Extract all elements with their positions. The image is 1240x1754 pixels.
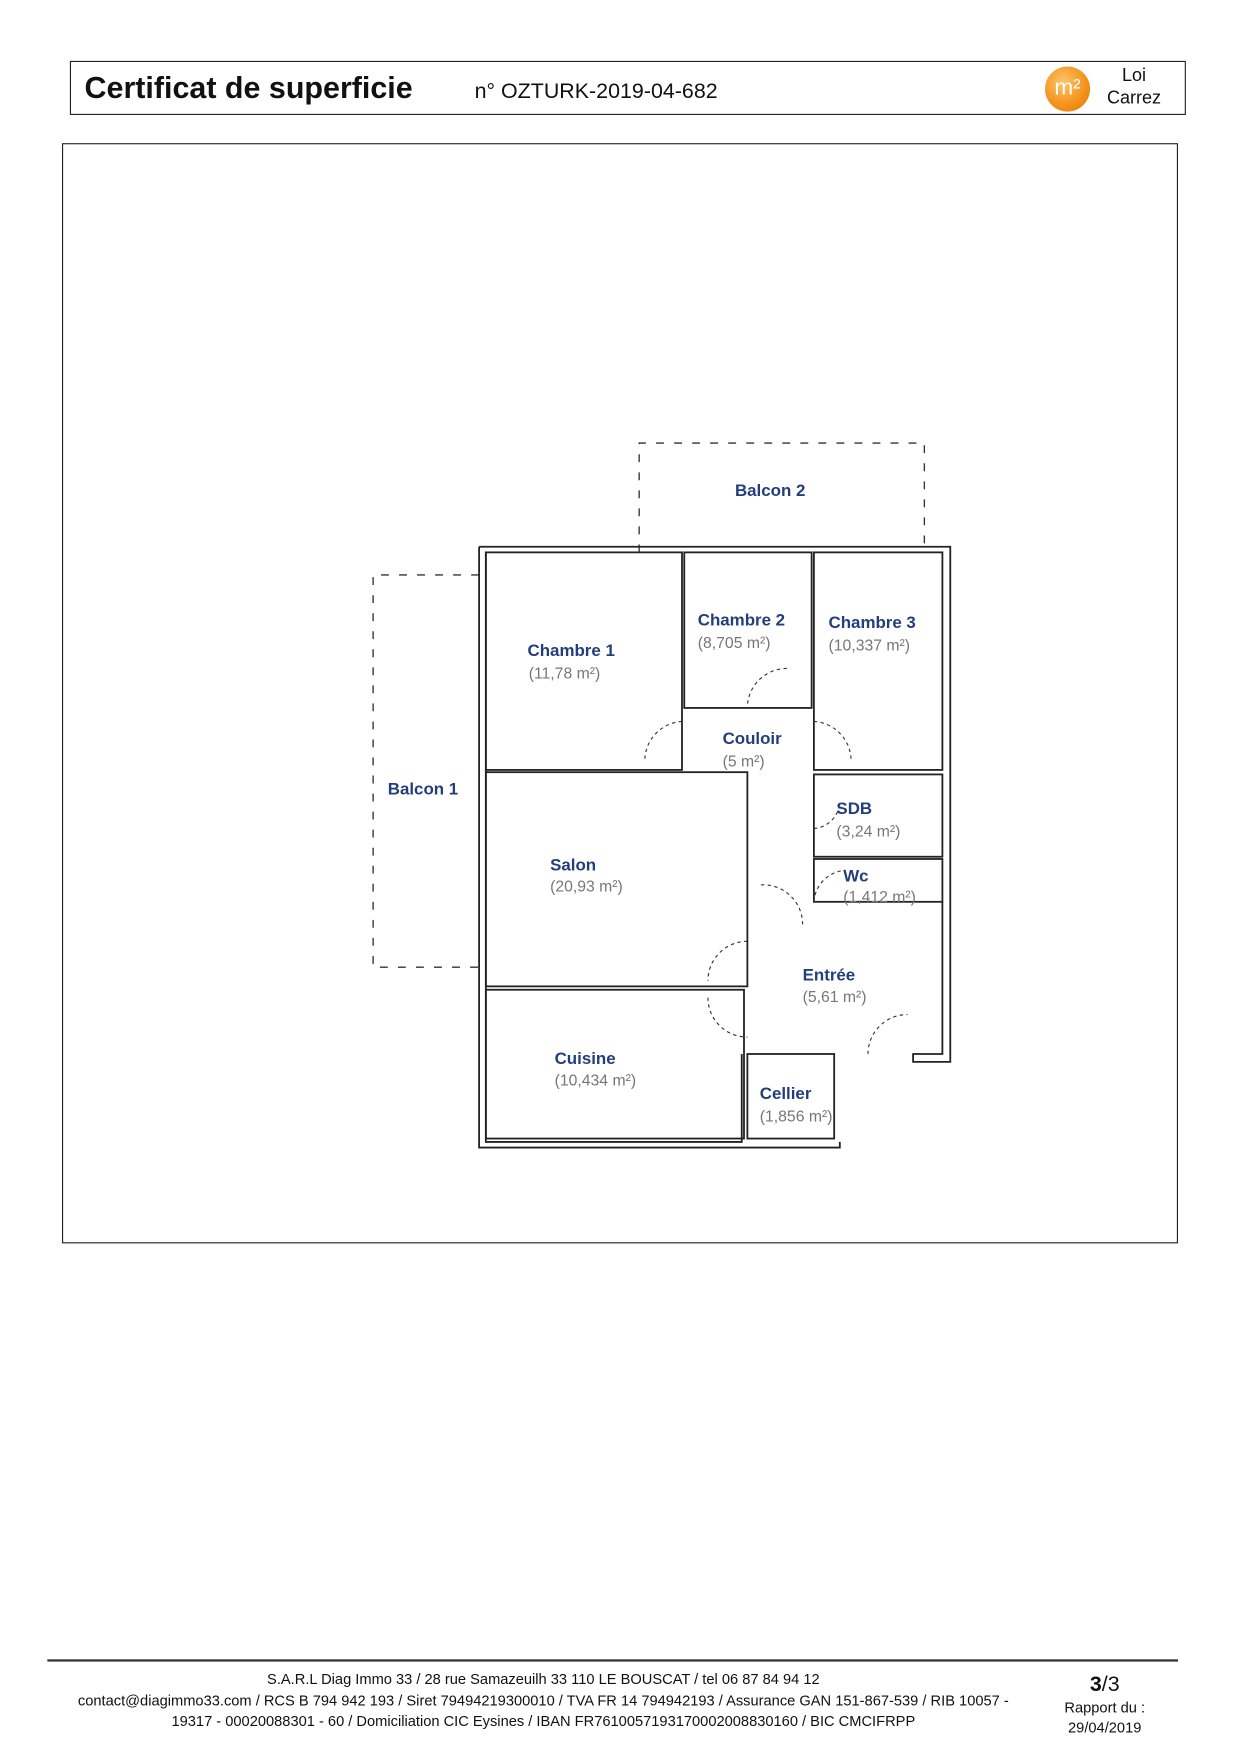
badge-line2: Carrez	[1106, 89, 1162, 109]
badge-line1: Loi	[1121, 66, 1147, 86]
footer-divider	[47, 1659, 1178, 1662]
company-address: S.A.R.L Diag Immo 33 / 28 rue Samazeuilh…	[267, 1670, 820, 1688]
balconies	[372, 442, 926, 968]
room-name: Chambre 2	[698, 611, 785, 630]
company-bank: 19317 - 00020088301 - 60 / Domiciliation…	[171, 1712, 916, 1730]
room-area: (5 m²)	[723, 754, 765, 771]
room-area: (10,337 m²)	[829, 637, 910, 654]
report-date: 29/04/2019	[1068, 1719, 1142, 1736]
wall-chambre-1	[484, 551, 683, 771]
room-name: Cellier	[760, 1084, 812, 1103]
room-name: Chambre 3	[829, 613, 916, 632]
room-name: Balcon 1	[388, 780, 458, 799]
room-name: Salon	[550, 855, 596, 874]
report-label: Rapport du :	[1064, 1698, 1146, 1716]
door-swings	[644, 667, 908, 1054]
wall-cuisine	[484, 988, 745, 1140]
floor-plan-frame	[61, 143, 1178, 1244]
company-contact: contact@diagimmo33.com / RCS B 794 942 1…	[77, 1691, 1009, 1709]
room-name: Cuisine	[555, 1049, 616, 1068]
room-area: (10,434 m²)	[555, 1073, 636, 1090]
wall-chambre-3	[812, 551, 944, 771]
m2-logo-icon: m²	[1044, 66, 1091, 112]
room-name: Couloir	[723, 729, 783, 748]
room-name: SDB	[836, 799, 872, 818]
room-area: (3,24 m²)	[836, 823, 900, 840]
header-box: Certificat de superficie n° OZTURK-2019-…	[69, 60, 1186, 115]
balcon-1-outline	[372, 574, 480, 968]
room-area: (5,61 m²)	[803, 989, 867, 1006]
room-labels: Balcon 2 Chambre 1 (11,78 m²) Chambre 2 …	[388, 481, 916, 1126]
room-area: (1,412 m²)	[843, 889, 916, 906]
walls	[478, 545, 952, 1149]
wall-wc	[812, 858, 944, 903]
wall-cellier	[746, 1053, 836, 1140]
room-area: (1,856 m²)	[760, 1109, 833, 1126]
room-name: Wc	[843, 867, 868, 886]
room-area: (11,78 m²)	[529, 666, 601, 683]
document-title: Certificat de superficie	[84, 71, 413, 105]
certificate-number: n° OZTURK-2019-04-682	[474, 80, 718, 104]
company-info: S.A.R.L Diag Immo 33 / 28 rue Samazeuilh…	[47, 1669, 1039, 1732]
wall-chambre-2	[683, 551, 813, 709]
wall-sdb	[812, 773, 944, 858]
room-name: Chambre 1	[528, 641, 615, 660]
room-area: (8,705 m²)	[698, 635, 771, 652]
room-area: (20,93 m²)	[550, 879, 623, 896]
page-info: 3/3 Rapport du : 29/04/2019	[1043, 1673, 1167, 1738]
room-name: Balcon 2	[735, 481, 805, 500]
page-current: 3	[1089, 1672, 1102, 1697]
room-name: Entrée	[803, 966, 856, 985]
balcon-2-outline	[638, 442, 926, 553]
page-total: /3	[1101, 1672, 1120, 1697]
wall-salon	[484, 771, 749, 988]
